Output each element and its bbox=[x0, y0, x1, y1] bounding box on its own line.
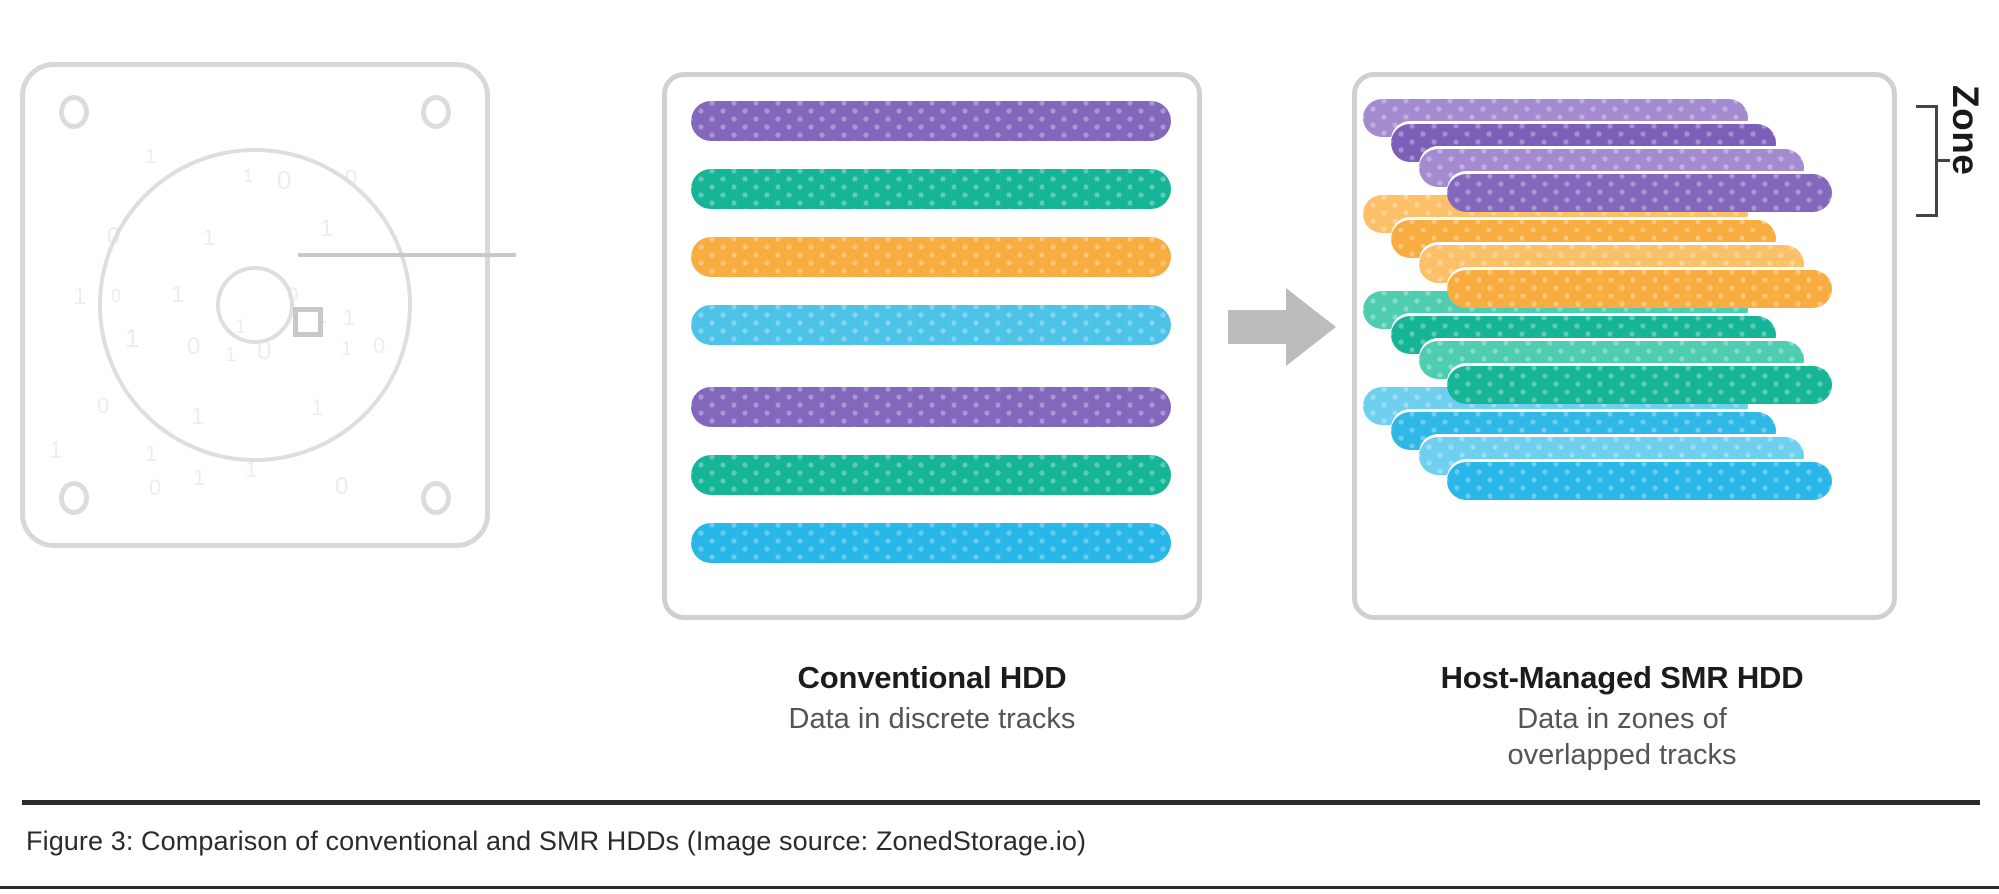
drive-screw-top-right bbox=[421, 95, 451, 129]
zone-label: Zone bbox=[1945, 85, 1986, 176]
zone-purple-track-4 bbox=[1447, 174, 1832, 212]
conventional-track-7 bbox=[691, 523, 1171, 563]
platter-bit: 1 bbox=[49, 437, 63, 464]
zone-purple bbox=[1357, 77, 1892, 615]
zone-teal-track-4 bbox=[1447, 366, 1832, 404]
caption-conventional-subtitle-line-1: Data in discrete tracks bbox=[788, 703, 1076, 735]
caption-conventional-subtitle: Data in discrete tracks bbox=[652, 702, 1212, 738]
platter-bit: 1 bbox=[145, 146, 157, 168]
hdd-platter bbox=[98, 148, 412, 462]
drive-screw-bottom-left bbox=[59, 481, 89, 515]
platter-bit: 1 bbox=[73, 283, 87, 310]
caption-smr-subtitle-line-1: Data in zones of bbox=[1517, 703, 1727, 735]
callout-leader-line bbox=[298, 253, 516, 257]
drive-screw-bottom-right bbox=[421, 481, 451, 515]
hdd-spindle bbox=[216, 266, 294, 344]
zone-cyan-track-4 bbox=[1447, 462, 1832, 500]
zone-teal bbox=[1357, 77, 1892, 615]
conventional-track-6 bbox=[691, 455, 1171, 495]
conventional-track-5 bbox=[691, 387, 1171, 427]
platter-bit: 1 bbox=[145, 441, 158, 466]
caption-smr-subtitle: Data in zones of overlapped tracks bbox=[1342, 702, 1902, 774]
conventional-track-1 bbox=[691, 101, 1171, 141]
zone-bracket-tick bbox=[1936, 159, 1950, 162]
caption-conventional: Conventional HDD Data in discrete tracks bbox=[652, 660, 1212, 738]
caption-smr-subtitle-line-2: overlapped tracks bbox=[1507, 738, 1737, 771]
zone-cyan bbox=[1357, 77, 1892, 615]
drive-screw-top-left bbox=[59, 95, 89, 129]
caption-rule-top bbox=[22, 800, 1980, 805]
caption-smr: Host-Managed SMR HDD Data in zones of ov… bbox=[1342, 660, 1902, 774]
conventional-track-4 bbox=[691, 305, 1171, 345]
caption-rule-bottom bbox=[0, 886, 1999, 889]
conventional-track-2 bbox=[691, 169, 1171, 209]
transition-arrow-icon bbox=[1228, 288, 1336, 366]
platter-bit: 0 bbox=[335, 473, 349, 500]
panel-conventional-hdd bbox=[662, 72, 1202, 620]
conventional-track-3 bbox=[691, 237, 1171, 277]
zone-orange-track-4 bbox=[1447, 270, 1832, 308]
caption-smr-title: Host-Managed SMR HDD bbox=[1440, 660, 1804, 695]
platter-bit: 1 bbox=[245, 457, 258, 482]
platter-zoom-callout-box bbox=[293, 307, 323, 337]
figure-caption: Figure 3: Comparison of conventional and… bbox=[26, 826, 1087, 856]
zone-orange bbox=[1357, 77, 1892, 615]
platter-bit: 0 bbox=[149, 475, 162, 500]
platter-bit: 0 bbox=[97, 393, 110, 418]
panel-smr-hdd bbox=[1352, 72, 1897, 620]
hdd-drive-body: 11000111010111101010011110110 bbox=[20, 62, 490, 548]
platter-bit: 1 bbox=[193, 465, 206, 490]
caption-conventional-title: Conventional HDD bbox=[797, 660, 1067, 695]
zone-bracket bbox=[1916, 105, 1938, 217]
figure-diagram: 11000111010111101010011110110 Zone Conve… bbox=[20, 62, 1986, 774]
